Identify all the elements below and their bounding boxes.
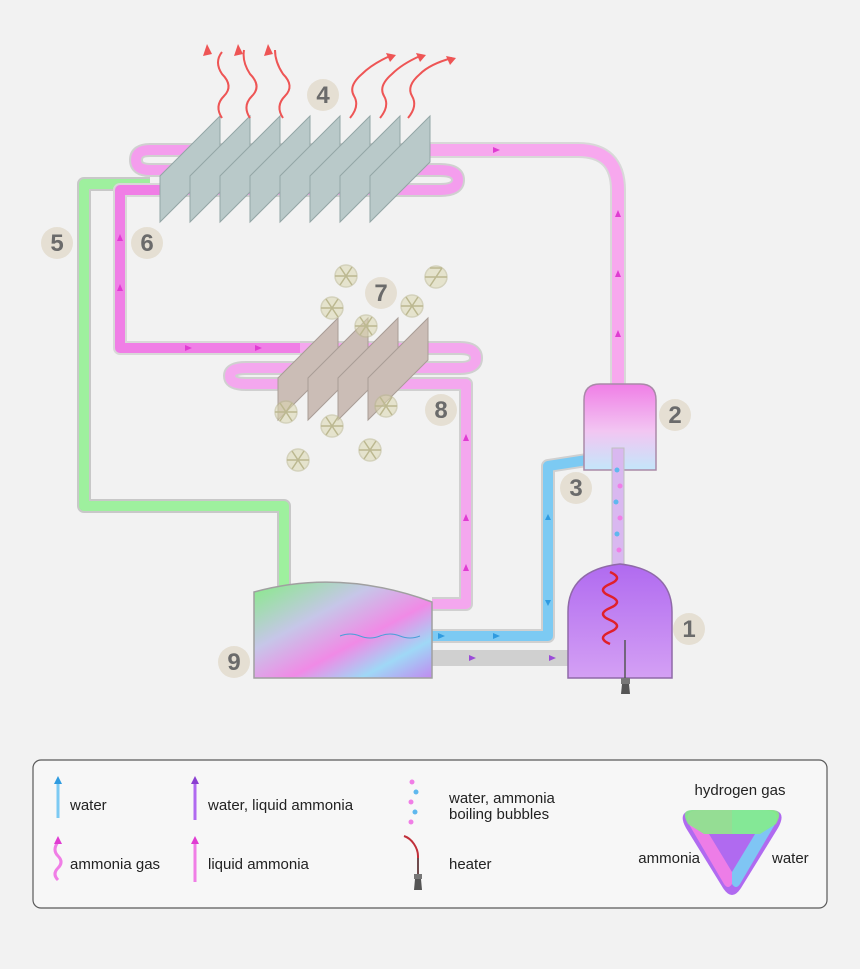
svg-text:7: 7 [374,280,387,307]
cold-snowflakes [274,264,448,472]
svg-text:8: 8 [434,397,447,424]
evaporator-fins [277,316,429,422]
legend-liquid-ammonia-label: liquid ammonia [208,856,310,873]
flow-arrows [117,147,621,571]
liquid-ammonia-pipe [113,183,300,355]
number-label-2: 2 [659,399,691,431]
legend-water-label: water [69,797,107,814]
legend-bubbles-label-line2: boiling bubbles [449,806,549,823]
svg-text:6: 6 [140,230,153,257]
legend-ammonia-gas-label: ammonia gas [70,856,160,873]
legend-heater-label: heater [449,856,492,873]
legend-ammonia-gas-icon [53,836,63,882]
legend-box [32,759,828,909]
number-label-6: 6 [131,227,163,259]
condenser-fins [159,114,431,224]
svg-text:9: 9 [227,649,240,676]
legend-water-icon [54,776,62,818]
legend-water-liquid-ammonia-label: water, liquid ammonia [207,797,354,814]
svg-text:1: 1 [682,616,695,643]
legend-heater-icon [403,835,422,890]
number-label-5: 5 [41,227,73,259]
heat-release-arrows [217,49,453,119]
bubbles [613,467,623,553]
svg-text:4: 4 [316,82,330,109]
number-label-3: 3 [560,472,592,504]
heater-plug [621,678,630,684]
number-label-4: 4 [307,79,339,111]
number-label-9: 9 [218,646,250,678]
number-label-7: 7 [365,277,397,309]
svg-text:2: 2 [668,402,681,429]
legend-water-right-label: water [771,850,809,867]
svg-text:3: 3 [569,475,582,502]
legend: water water, liquid ammonia water, ammon… [32,759,828,909]
heater-coil [601,570,619,646]
absorber-vessel [253,581,433,679]
separator-vessel [583,383,657,471]
legend-ammonia-label: ammonia [638,850,700,867]
legend-bubbles-label-line1: water, ammonia [448,790,556,807]
generator-vessel [567,563,673,679]
legend-liquid-ammonia-icon [191,836,199,882]
number-label-8: 8 [425,394,457,426]
legend-bubbles-icon [408,779,419,825]
number-label-1: 1 [673,613,705,645]
legend-hydrogen-gas-label: hydrogen gas [695,782,786,799]
legend-mixing-triangle [682,810,782,895]
svg-text:5: 5 [50,230,63,257]
legend-water-liquid-ammonia-icon [191,776,199,820]
